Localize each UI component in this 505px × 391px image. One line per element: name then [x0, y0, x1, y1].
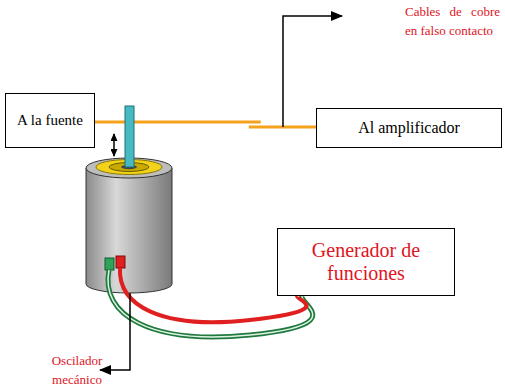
- mechanical-oscillator: [86, 158, 172, 293]
- box-text: Generador de funciones: [286, 239, 446, 285]
- box-text: A la fuente: [17, 112, 83, 129]
- text-box: Al amplificador: [316, 108, 502, 148]
- annotation-label: Oscilador mecánico: [40, 352, 114, 390]
- text-box: A la fuente: [5, 93, 95, 148]
- terminals: [105, 256, 125, 270]
- vibrating-rod: [125, 106, 134, 167]
- box-text: Al amplificador: [358, 119, 460, 137]
- leader-line: [100, 293, 130, 370]
- text-box: Generador de funciones: [277, 228, 455, 296]
- annotation-label: Cables de cobre en falso contacto: [405, 3, 500, 41]
- motion-arrow: [113, 134, 115, 156]
